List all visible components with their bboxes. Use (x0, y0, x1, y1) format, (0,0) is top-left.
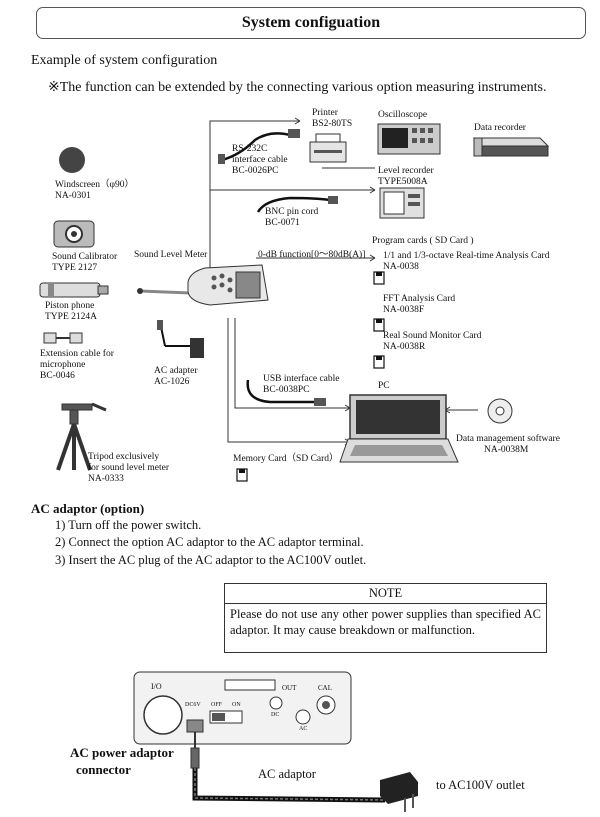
dc6v-jack (186, 719, 204, 733)
sd-card-icon-3 (373, 355, 385, 369)
windscreen-icon (59, 147, 85, 173)
piston-phone-icon (39, 282, 109, 298)
slm-label: Sound Level Meter (134, 250, 208, 260)
oscilloscope-icon (377, 123, 441, 155)
ac-jack (295, 709, 311, 725)
on-label: ON (232, 702, 241, 708)
pc-label: PC (378, 381, 390, 391)
calibrator-icon (53, 220, 95, 248)
program-cards-label: Program cards ( SD Card ) (372, 236, 474, 246)
step-3: 3) Insert the AC plug of the AC adaptor … (55, 553, 367, 567)
step-1: 1) Turn off the power switch. (55, 518, 202, 532)
ac-plug-icon (380, 772, 418, 804)
io-connector (143, 695, 183, 735)
note-box: NOTE Please do not use any other power s… (224, 583, 547, 653)
step-2: 2) Connect the option AC adaptor to the … (55, 535, 364, 549)
sd-card-icon-2 (373, 318, 385, 332)
example-heading: Example of system configuration (31, 53, 218, 68)
system-diagram (39, 117, 550, 482)
zero-db-label: 0-dB function[0～80dB(A)] (258, 250, 366, 260)
line-to-pc-memory (227, 318, 350, 443)
sound-level-meter-icon (187, 264, 269, 306)
memory-card-label: Memory Card（SD Card） (233, 454, 339, 464)
sd-card-icon-1 (373, 271, 385, 285)
out-label: OUT (282, 684, 297, 692)
ac-section-heading: AC adaptor (option) (31, 501, 145, 516)
data-recorder-icon (472, 137, 550, 157)
page-title-text: System configuation (241, 14, 381, 31)
outlet-label: to AC100V outlet (436, 778, 525, 792)
ac-label: AC (299, 726, 308, 732)
level-recorder-icon (379, 187, 425, 219)
extension-cable-icon (43, 332, 83, 344)
dc-plug-icon (190, 747, 200, 769)
cal-label: CAL (318, 684, 332, 692)
data-recorder-label: Data recorder (474, 123, 526, 133)
rs232-connector-icon (288, 129, 300, 138)
dc-label: DC (271, 712, 280, 718)
extension-note: ※The function can be extended by the con… (48, 80, 547, 95)
dc-jack (269, 696, 283, 710)
usb-cable (246, 379, 315, 404)
laptop-icon (339, 394, 459, 463)
off-label: OFF (211, 702, 223, 708)
ac-adapter-icon (157, 320, 204, 358)
note-title: NOTE (225, 584, 546, 604)
note-text: Please do not use any other power suppli… (230, 607, 541, 637)
connector-label: AC power adaptor connector (70, 745, 174, 777)
rs232-cable (221, 132, 291, 162)
bnc-connector-icon (328, 196, 338, 204)
oscilloscope-label: Oscilloscope (378, 110, 428, 120)
printer-icon (309, 133, 347, 163)
tripod-icon (56, 402, 107, 471)
cd-icon (487, 398, 513, 424)
bnc-cable (256, 196, 331, 213)
usb-connector-icon (314, 398, 326, 406)
io-label: I/O (151, 682, 162, 691)
page-title: System configuation (36, 7, 586, 39)
ac-connector-illustration (133, 671, 418, 812)
cable-label: AC adaptor (258, 767, 316, 781)
sd-card-icon-memory (236, 468, 248, 482)
card1-label: 1/1 and 1/3-octave Real-time Analysis Ca… (383, 251, 550, 272)
line-to-pc-usb (234, 318, 350, 409)
dc6v-label: DC6V (185, 702, 201, 708)
windscreen-label: Windscreen（φ90）NA-0301 (55, 180, 134, 201)
microphone-icon (139, 289, 191, 295)
rs232-plug-icon (218, 154, 225, 164)
